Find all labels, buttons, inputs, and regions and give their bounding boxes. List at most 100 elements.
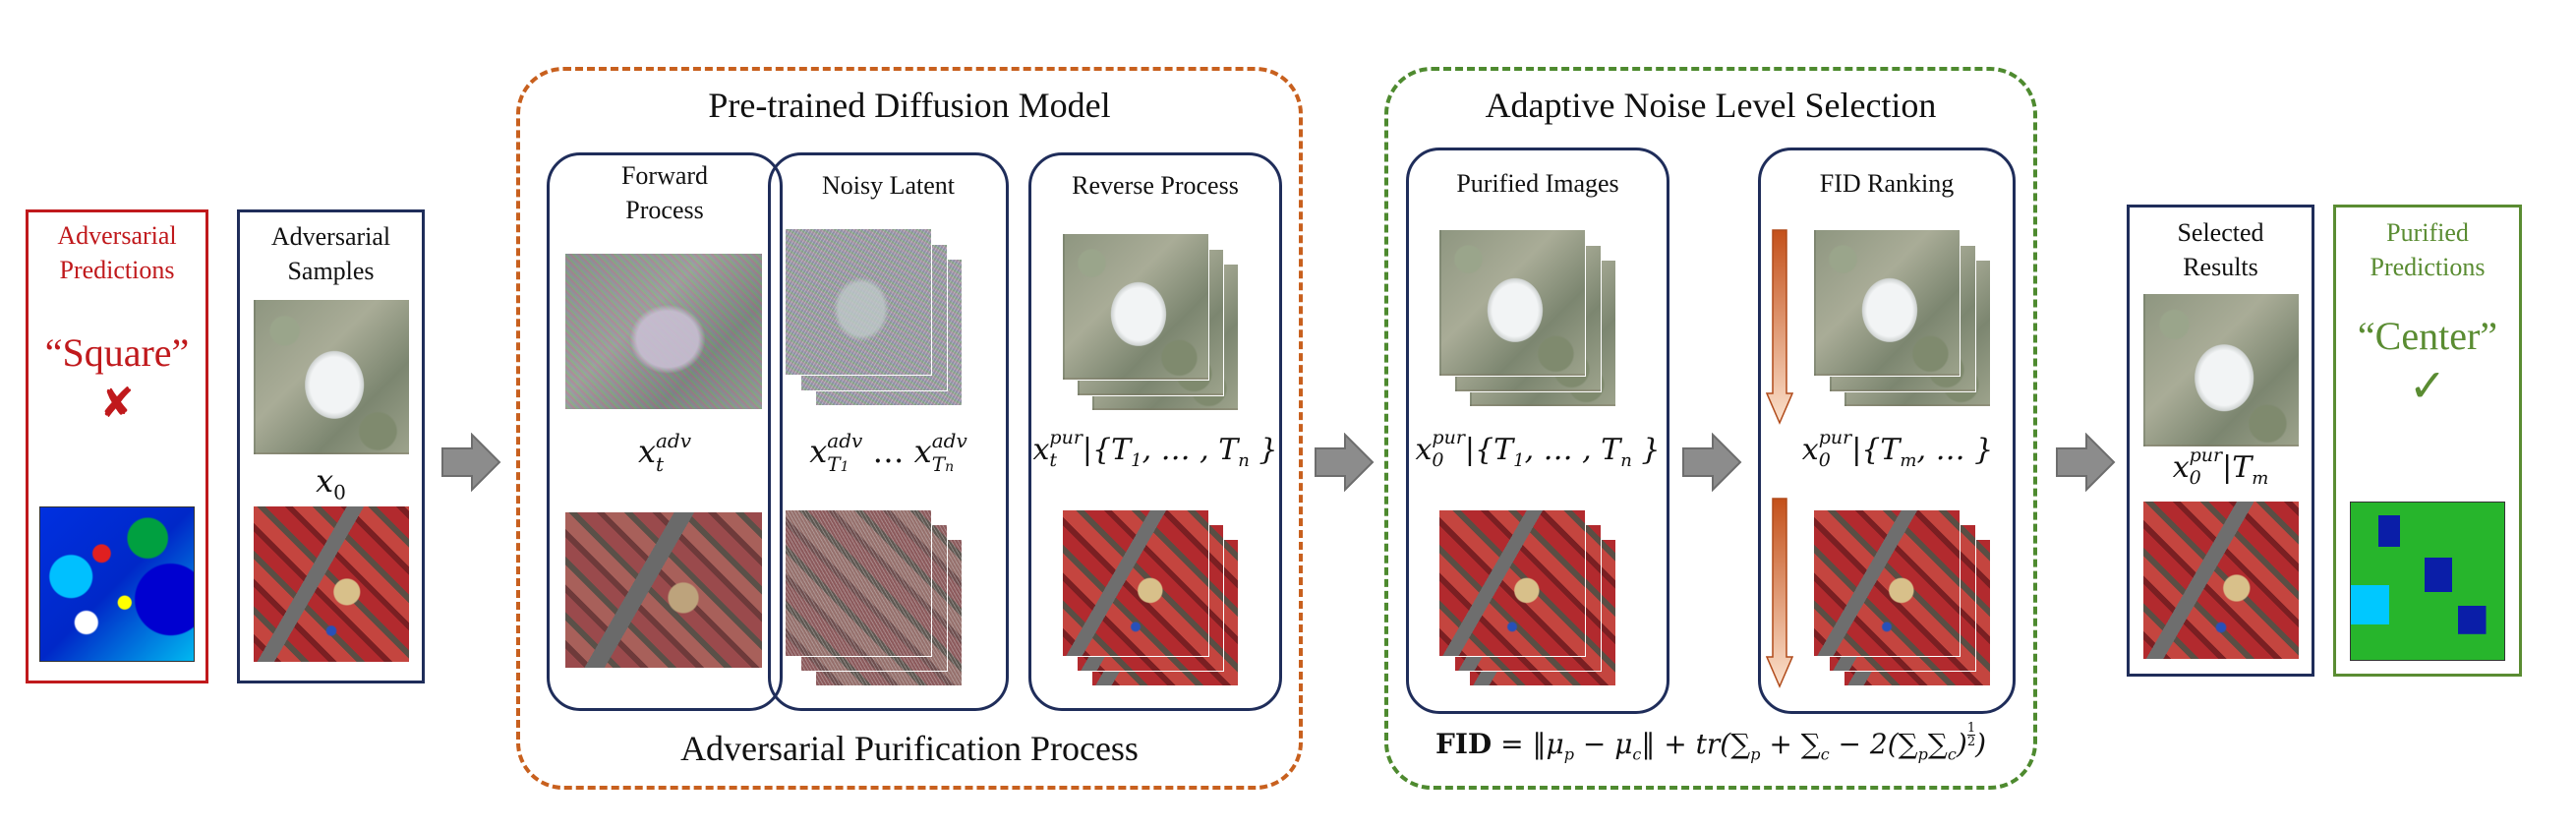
arrow-icon (1315, 433, 1375, 492)
reverse-process-bottom-stack-1 (1062, 509, 1209, 657)
purified-segmentation-map (2350, 502, 2505, 661)
noisy-latent-stack-1 (785, 228, 932, 376)
ranking-down-arrow-icon (1766, 229, 1793, 425)
fid-set-end: , … } (1916, 433, 1994, 467)
forward-process-panel (547, 152, 783, 711)
fid-formula-part: ‖ + tr(∑ (1641, 728, 1751, 760)
fid-formula-bold: FID (1434, 728, 1493, 760)
purified-predictions-panel (2333, 205, 2522, 677)
adversarial-segmentation-map (39, 506, 195, 662)
adversarial-sample-image-top (254, 300, 409, 454)
check-icon: ✓ (2408, 359, 2447, 412)
purified-set: |{T (1464, 433, 1514, 467)
forward-process-title-2: Process (625, 196, 704, 224)
reverse-var: x (1032, 433, 1050, 467)
adversarial-sample-image-bottom (254, 506, 409, 662)
noisy-sup-1: adv (827, 428, 863, 452)
forward-sup: adv (656, 428, 692, 452)
selected-results-title-2: Results (2183, 253, 2258, 281)
selected-results-title-1: Selected (2177, 218, 2264, 247)
forward-sub: t (656, 451, 665, 476)
fid-formula-exp-den: 2 (1966, 735, 1976, 749)
fid-var: x (1801, 433, 1819, 467)
fid-formula-sub: c (1632, 744, 1642, 764)
selected-results-panel (2127, 205, 2314, 677)
x0-sub: 0 (333, 480, 346, 504)
reverse-process-title: Reverse Process (1072, 171, 1239, 200)
fid-formula-sub: c (1947, 744, 1957, 764)
noisy-latent-bottom-stack-1 (785, 509, 932, 657)
fid-set-sub1: m (1900, 450, 1917, 471)
arrow-icon (1682, 433, 1742, 492)
diffusion-model-footer: Adversarial Purification Process (680, 729, 1139, 768)
purified-sup: pur (1432, 427, 1465, 448)
purified-images-bottom-stack-1 (1438, 509, 1586, 657)
selected-var: x (2172, 450, 2190, 485)
purified-predictions-title-2: Predictions (2370, 253, 2486, 281)
ranking-down-arrow-icon (1766, 498, 1793, 688)
x0-var: x (316, 462, 334, 500)
purified-var: x (1415, 433, 1433, 467)
noisy-latent-panel (768, 152, 1009, 711)
arrow-icon (441, 433, 501, 492)
fid-ranking-bottom-stack-1 (1813, 509, 1961, 657)
reverse-set-sub2: n (1238, 450, 1250, 471)
fid-formula-sub: p (1563, 744, 1574, 764)
forward-process-title-1: Forward (620, 161, 709, 190)
adversarial-samples-title-1: Adversarial (270, 222, 391, 251)
fid-sub: 0 (1818, 449, 1831, 471)
selected-result-image-top (2143, 294, 2299, 446)
fid-formula-part: ∑ (1927, 728, 1948, 760)
fid-formula-sub: p (1750, 744, 1761, 764)
fid-formula-sub: p (1917, 744, 1928, 764)
reverse-set-mid: , … , T (1142, 433, 1239, 467)
noisy-subsub-1: 1 (840, 458, 849, 475)
forward-process-image-bottom (565, 512, 762, 668)
selected-set-sub: m (2252, 468, 2269, 489)
fid-formula-part: ) (1956, 728, 1967, 760)
fid-formula-part: ) (1975, 728, 1987, 760)
reverse-set: |{T (1082, 433, 1132, 467)
fid-ranking-title: FID Ranking (1819, 169, 1955, 198)
adversarial-label: “Square” (44, 330, 190, 375)
fid-ranking-stack-1 (1813, 229, 1961, 377)
noisy-var-1: x (809, 433, 828, 470)
forward-process-image-top (565, 254, 762, 409)
forward-var: x (637, 433, 656, 470)
fid-formula-part: = ‖μ (1492, 728, 1564, 760)
noisy-ellipsis: … (872, 433, 905, 470)
adversarial-samples-title-2: Samples (287, 257, 375, 285)
noisy-sub-2: T (931, 451, 946, 476)
reverse-process-panel (1028, 152, 1282, 711)
selected-set: |T (2222, 450, 2253, 485)
fid-formula-part: − μ (1573, 728, 1633, 760)
reverse-process-stack-1 (1062, 233, 1209, 381)
purified-set-sub1: 1 (1513, 450, 1525, 471)
purified-sub: 0 (1432, 449, 1444, 471)
fid-sup: pur (1818, 427, 1852, 448)
purified-set-sub2: n (1620, 450, 1632, 471)
noisy-sup-2: adv (931, 428, 967, 452)
noisy-subsub-2: n (945, 458, 955, 475)
reverse-sub: t (1049, 449, 1058, 471)
cross-icon: ✘ (99, 379, 135, 427)
reverse-sup: pur (1049, 427, 1083, 448)
reverse-set-end: } (1249, 433, 1278, 467)
fid-formula-part: + ∑ (1760, 728, 1821, 760)
fid-set: |{T (1851, 433, 1901, 467)
purified-set-end: } (1631, 433, 1661, 467)
fid-formula-exp-num: 1 (1966, 721, 1976, 736)
adversarial-samples-panel (237, 209, 425, 683)
fid-formula-sub: c (1820, 744, 1830, 764)
adaptive-noise-frame (1384, 67, 2037, 790)
diffusion-model-title: Pre-trained Diffusion Model (708, 86, 1111, 125)
adaptive-noise-title: Adaptive Noise Level Selection (1485, 86, 1937, 125)
fid-formula-part: − 2(∑ (1829, 728, 1918, 760)
adversarial-predictions-title-1: Adversarial (57, 221, 177, 250)
purified-images-title: Purified Images (1456, 169, 1619, 198)
